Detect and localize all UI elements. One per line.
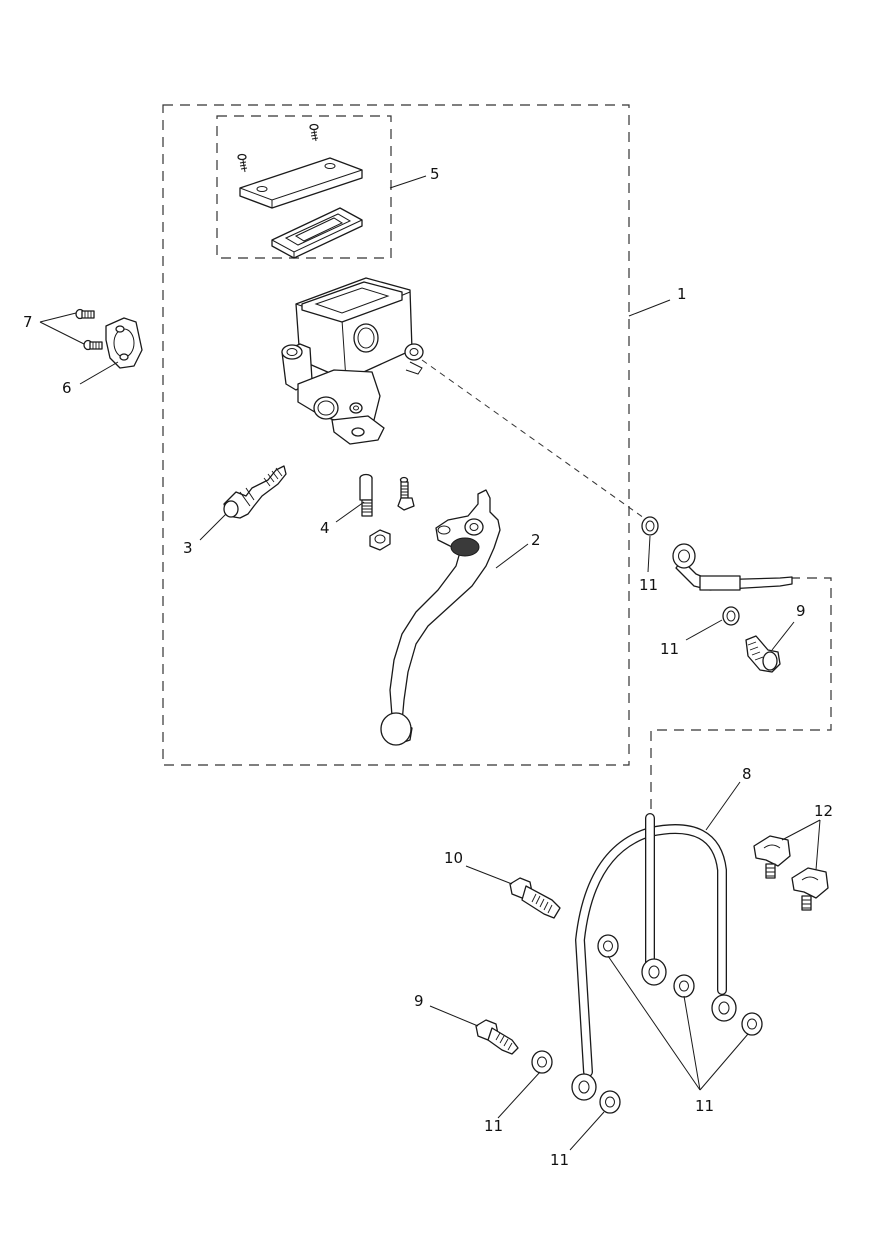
washer-e (599, 1090, 621, 1114)
callout-11-lower-left: 11 (484, 1117, 503, 1135)
pivot-screw (397, 476, 415, 511)
master-cylinder-assembly-boundary (162, 104, 630, 766)
callout-11-upper: 11 (639, 576, 658, 594)
callout-12: 12 (814, 802, 833, 820)
banjo-bolt-10 (509, 877, 561, 919)
pivot-nut (369, 529, 391, 551)
reservoir-diaphragm (271, 207, 363, 259)
lower-washers (531, 934, 763, 1114)
lever-pivot-hardware (359, 473, 415, 551)
hose-banjo-middle (641, 958, 667, 986)
upper-banjo-bolt (745, 635, 781, 673)
clamp-screw-lower (83, 339, 103, 351)
callout-10: 10 (444, 849, 463, 867)
callout-8: 8 (742, 765, 752, 783)
master-cylinder-body (281, 277, 424, 445)
callout-11-group: 11 (695, 1097, 714, 1115)
cap-screw-right (309, 123, 319, 142)
port-connection-guide (421, 359, 645, 519)
callout-1: 1 (677, 285, 687, 303)
callout-5: 5 (430, 165, 440, 183)
pivot-bolt (359, 473, 373, 517)
hose-routing-boundary (650, 577, 832, 835)
callout-6: 6 (62, 379, 72, 397)
washer-b (673, 974, 695, 998)
callout-2: 2 (531, 531, 541, 549)
hose-clip-lower (791, 867, 829, 911)
pushrod (223, 465, 287, 519)
hose-clips (753, 835, 829, 911)
washer-c (741, 1012, 763, 1036)
upper-banjo-hose-end (672, 543, 793, 591)
callout-9-lower: 9 (414, 992, 424, 1010)
reservoir-cap-kit (237, 123, 363, 259)
callout-9-upper: 9 (796, 602, 806, 620)
clamp-screws (75, 308, 103, 351)
brake-hose-assembly (571, 813, 737, 1101)
washer-a (597, 934, 619, 958)
washer-d (531, 1050, 553, 1074)
cap-screw-left (237, 153, 248, 173)
leader-lines (39, 175, 821, 1151)
hose-banjo-lower (571, 1073, 597, 1101)
brake-lever (380, 489, 501, 746)
reservoir-cap-kit-boundary (216, 115, 392, 259)
hose-banjo-right (711, 994, 737, 1022)
hose-clip-upper (753, 835, 791, 879)
callout-7: 7 (23, 313, 33, 331)
clamp-screw-upper (75, 308, 95, 320)
callout-4: 4 (320, 519, 330, 537)
handlebar-clamp (105, 317, 143, 369)
callout-11-bottom: 11 (550, 1151, 569, 1169)
reservoir-cap (239, 157, 363, 209)
callout-labels: 1 2 3 4 5 6 7 8 9 9 10 11 11 11 11 11 12 (23, 165, 833, 1169)
middle-washer (722, 606, 740, 626)
upper-washer (641, 516, 659, 536)
banjo-bolt-9-lower (475, 1019, 519, 1055)
callout-11-middle: 11 (660, 640, 679, 658)
callout-3: 3 (183, 539, 193, 557)
